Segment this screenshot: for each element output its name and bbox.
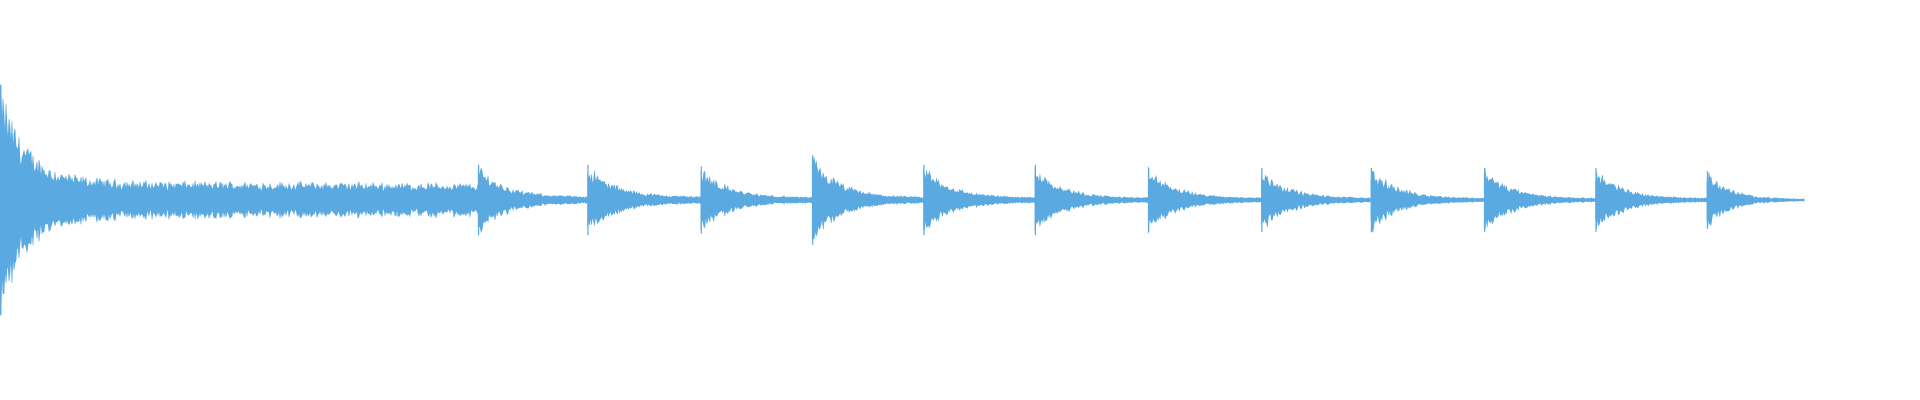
- waveform-hit-11: [1483, 169, 1596, 230]
- waveform-hit-3: [587, 170, 701, 227]
- waveform-hit-5: [811, 157, 924, 240]
- waveform-segments: [0, 84, 1805, 316]
- waveform-hit-4: [700, 170, 813, 232]
- waveform-hit-6: [923, 168, 1035, 231]
- waveform-hit-10: [1370, 170, 1485, 233]
- waveform-hit-9: [1261, 174, 1371, 227]
- waveform-hit-13: [1706, 172, 1805, 226]
